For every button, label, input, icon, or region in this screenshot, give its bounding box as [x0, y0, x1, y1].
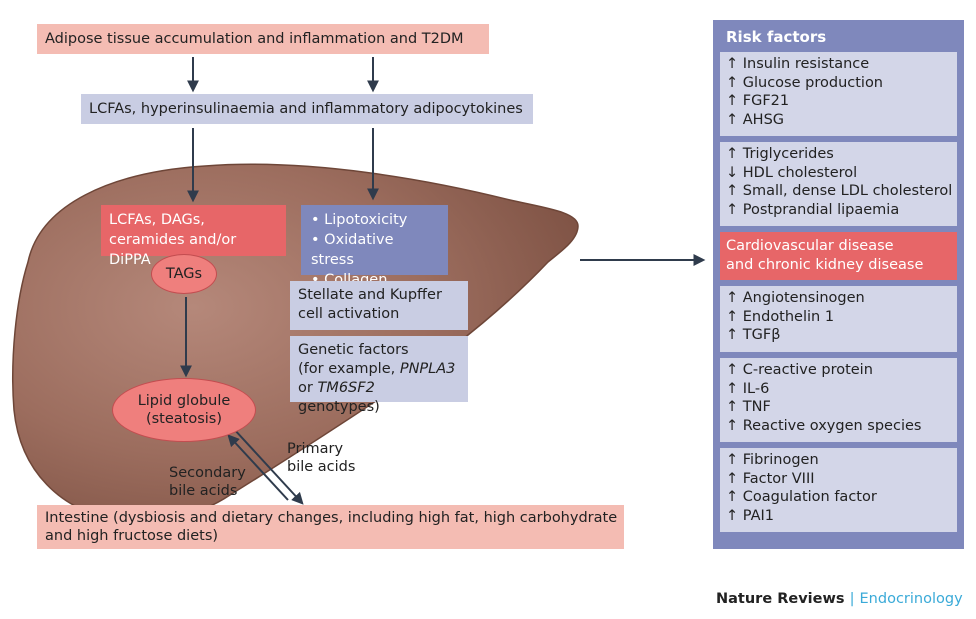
genetic-line: Genetic factors — [298, 342, 409, 358]
risk-item: and chronic kidney disease — [726, 256, 924, 273]
risk-factors-panel: Risk factors ↑ Insulin resistance ↑ Gluc… — [713, 20, 964, 549]
risk-group-coagulation: ↑ Fibrinogen ↑ Factor VIII ↑ Coagulation… — [720, 448, 957, 532]
risk-item: ↑ TNF — [726, 399, 771, 415]
secondary-bile-acids-label: Secondary bile acids — [169, 464, 246, 500]
genetic-text: or — [298, 380, 318, 396]
stress-item: • Oxidative stress — [311, 232, 394, 268]
lipid-globule-line: (steatosis) — [145, 411, 223, 427]
adipose-box: Adipose tissue accumulation and inflamma… — [37, 24, 489, 54]
primary-bile-acid-arrow — [232, 427, 304, 505]
risk-item: ↑ IL-6 — [726, 380, 770, 397]
risk-group-metabolic: ↑ Insulin resistance ↑ Glucose productio… — [720, 52, 957, 136]
risk-item: ↑ Glucose production — [726, 74, 884, 91]
risk-group-vascular: ↑ Angiotensinogen ↑ Endothelin 1 ↑ TGFβ — [720, 286, 957, 352]
label-line: Secondary — [169, 465, 246, 481]
risk-item: ↑ Insulin resistance — [726, 56, 870, 72]
risk-item: ↑ Triglycerides — [726, 146, 834, 162]
intestine-box: Intestine (dysbiosis and dietary changes… — [37, 505, 624, 549]
secondary-bile-acid-arrow — [227, 434, 289, 501]
stress-box: • Lipotoxicity • Oxidative stress • Coll… — [301, 205, 448, 308]
genetic-box: Genetic factors (for example, PNPLA3 or … — [290, 336, 468, 415]
intestine-line: Intestine (dysbiosis and dietary changes… — [45, 510, 618, 526]
risk-group-inflammation: ↑ C-reactive protein ↑ IL-6 ↑ TNF ↑ Reac… — [720, 358, 957, 442]
risk-item: ↑ Fibrinogen — [726, 452, 819, 468]
gene-name: TM6SF2 — [317, 380, 375, 396]
risk-item: ↑ Coagulation factor — [726, 489, 877, 505]
primary-bile-acids-label: Primary bile acids — [287, 440, 355, 476]
genetic-text: genotypes) — [298, 399, 380, 415]
journal-name: Endocrinology — [859, 591, 963, 607]
lipid-globule-oval: Lipid globule (steatosis) — [112, 378, 256, 442]
risk-item: ↑ Reactive oxygen species — [726, 417, 922, 434]
risk-item: ↑ AHSG — [726, 111, 785, 128]
genetic-text: (for example, — [298, 361, 400, 377]
risk-item: ↑ Factor VIII — [726, 470, 815, 487]
risk-item: ↑ FGF21 — [726, 93, 790, 109]
risk-item: ↑ TGFβ — [726, 327, 781, 343]
risk-item: ↓ HDL cholesterol — [726, 164, 858, 181]
lipid-species-box: LCFAs, DAGs, ceramides and/or DiPPA — [101, 205, 286, 268]
lipid-species-line: LCFAs, DAGs, — [109, 212, 205, 228]
risk-item: ↑ Endothelin 1 — [726, 308, 835, 325]
stellate-line: Stellate and Kupffer — [298, 287, 442, 303]
risk-item: ↑ PAI1 — [726, 507, 774, 524]
risk-item: ↑ Postprandial lipaemia — [726, 201, 900, 218]
risk-item: Cardiovascular disease — [726, 238, 894, 254]
genetic-line: (for example, PNPLA3 — [298, 360, 460, 379]
stellate-box: Stellate and Kupffer cell activation — [290, 281, 468, 330]
label-line: bile acids — [169, 483, 238, 499]
label-line: bile acids — [287, 459, 356, 475]
lipid-globule-line: Lipid globule — [137, 393, 231, 409]
tags-oval: TAGs — [151, 254, 217, 294]
risk-group-lipids: ↑ Triglycerides ↓ HDL cholesterol ↑ Smal… — [720, 142, 957, 226]
publisher-name: Nature Reviews — [716, 591, 845, 607]
gene-name: PNPLA3 — [399, 361, 456, 377]
risk-group-outcome: Cardiovascular disease and chronic kidne… — [720, 232, 957, 280]
intestine-line: and high fructose diets) — [45, 528, 219, 544]
risk-item: ↑ Small, dense LDL cholesterol — [726, 183, 953, 199]
risk-item: ↑ C-reactive protein — [726, 362, 873, 378]
lcfa-box: LCFAs, hyperinsulinaemia and inflammator… — [81, 94, 533, 124]
stress-item: • Lipotoxicity — [311, 212, 408, 228]
label-line: Primary — [287, 441, 344, 457]
genetic-line: or TM6SF2 genotypes) — [298, 379, 460, 417]
risk-factors-title: Risk factors — [726, 28, 827, 46]
journal-credit: Nature Reviews | Endocrinology — [716, 591, 963, 607]
risk-item: ↑ Angiotensinogen — [726, 290, 865, 306]
credit-separator: | — [849, 591, 855, 607]
lipid-species-line: ceramides and/or DiPPA — [109, 232, 237, 268]
stellate-line: cell activation — [298, 306, 400, 322]
